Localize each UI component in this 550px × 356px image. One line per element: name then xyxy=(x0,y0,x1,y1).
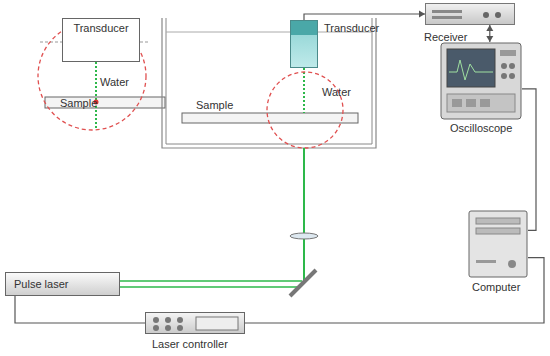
transducer-box: Transducer xyxy=(62,18,140,62)
cable xyxy=(522,89,536,231)
arrow-head xyxy=(486,36,493,42)
arrow-head xyxy=(486,25,493,31)
transducer-probe: Transducer xyxy=(290,20,318,68)
node-label: Transducer xyxy=(63,19,139,35)
node-label: Transducer xyxy=(324,22,379,35)
node-label: Receiver xyxy=(424,31,467,44)
oscilloscope: Oscilloscope xyxy=(440,42,522,120)
receiver-unit-drawing xyxy=(426,4,516,26)
sample-label: Sample xyxy=(60,97,97,110)
cable xyxy=(15,296,145,323)
controller-box: Laser controller xyxy=(145,312,245,334)
node-label: Oscilloscope xyxy=(450,122,512,135)
node-label: Laser controller xyxy=(152,338,228,351)
cable xyxy=(304,14,425,20)
node-label: Computer xyxy=(472,281,520,294)
node-label: Pulse laser xyxy=(6,273,119,291)
water-tank xyxy=(162,18,376,148)
medium-label: Water xyxy=(322,86,351,99)
controller-box-drawing xyxy=(146,313,246,335)
receiver-unit: Receiver xyxy=(425,3,515,25)
laser-beam xyxy=(110,148,318,296)
laser-box: Pulse laser xyxy=(5,272,120,296)
computer-drawing xyxy=(468,210,528,278)
computer: Computer xyxy=(468,210,528,278)
medium-label: Water xyxy=(100,76,129,89)
sample-label: Sample xyxy=(196,99,233,112)
oscilloscope-drawing xyxy=(440,42,522,120)
